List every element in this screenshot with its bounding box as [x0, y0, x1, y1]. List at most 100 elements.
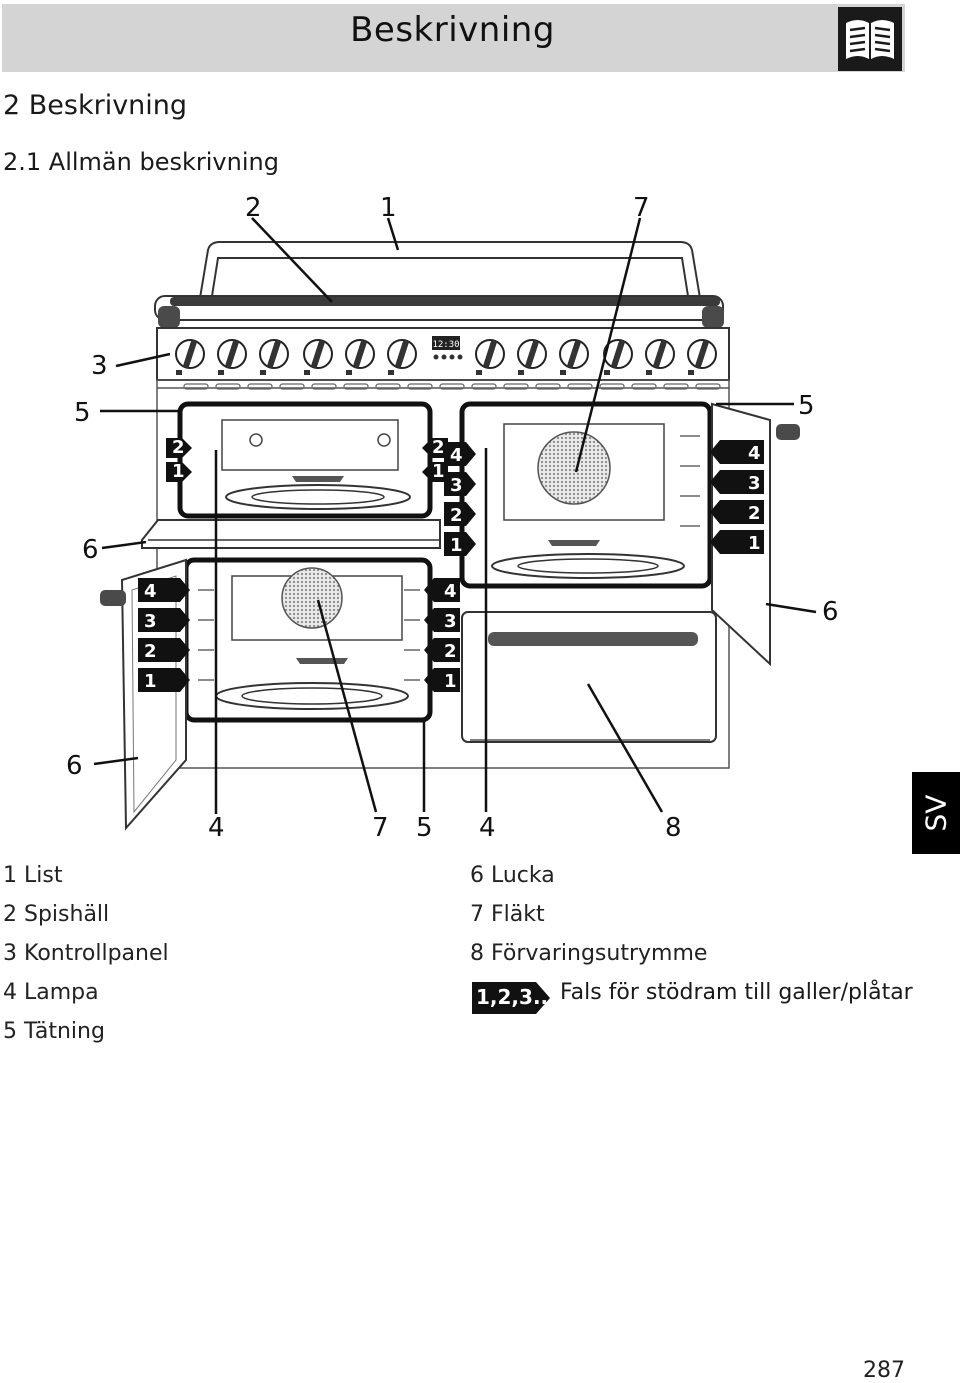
vent-slot — [375, 383, 401, 390]
vent-slot — [407, 383, 433, 390]
rack-marker: 1 — [138, 668, 190, 692]
rack-marker-label: 4 — [450, 445, 463, 466]
callout-fan-top: 7 — [633, 193, 650, 223]
vent-slot — [439, 383, 465, 390]
header-bar — [2, 4, 905, 72]
callout-seal-right: 5 — [798, 391, 815, 421]
rack-marker: 1 — [166, 461, 192, 482]
language-tab: SV — [912, 772, 960, 854]
legend-item: 8 Förvaringsutrymme — [470, 941, 708, 966]
page-header-title: Beskrivning — [350, 10, 555, 50]
vent-slot — [663, 383, 689, 390]
rack-marker: 1 — [422, 461, 448, 482]
vent-slot — [503, 383, 529, 390]
rack-marker: 3 — [710, 470, 764, 494]
rack-marker-label: 1 — [450, 535, 463, 556]
rack-marker-label: 2 — [144, 641, 157, 662]
hob-top — [154, 295, 724, 328]
control-knob — [645, 339, 675, 375]
rack-marker-label: 1 — [172, 461, 185, 482]
oven-diagram: 12:30 — [66, 193, 839, 843]
rack-marker-label: 3 — [144, 611, 157, 632]
rack-marker: 1 — [710, 530, 764, 554]
left-upper-oven — [177, 401, 433, 519]
rack-marker: 2 — [422, 437, 448, 458]
control-panel: 12:30 — [156, 327, 730, 381]
vent-slot — [631, 383, 657, 390]
vent-slot — [695, 383, 721, 390]
callout-hob: 2 — [245, 193, 262, 223]
rack-marker: 2 — [424, 638, 460, 662]
callout-door-left: 6 — [66, 751, 83, 781]
control-knob — [475, 339, 505, 375]
vent-slot — [535, 383, 561, 390]
vent-slot — [471, 383, 497, 390]
callout-control-panel: 3 — [91, 351, 108, 381]
rack-marker-label: 1 — [432, 461, 445, 482]
control-knob — [303, 339, 333, 375]
rack-marker: 2 — [138, 638, 190, 662]
callout-labels: 2 1 7 3 5 6 5 6 6 4 7 5 4 8 — [66, 193, 839, 843]
rack-marker: 2 — [710, 500, 764, 524]
callout-lamp-left: 4 — [208, 813, 225, 843]
vent-slot — [279, 383, 305, 390]
vent-slots — [183, 383, 721, 390]
callout-lamp-right: 4 — [479, 813, 496, 843]
callout-door-right: 6 — [822, 597, 839, 627]
rack-marker-label: 2 — [172, 437, 185, 458]
legend-right: 6 Lucka 7 Fläkt 8 Förvaringsutrymme — [470, 856, 707, 973]
control-knob — [687, 339, 717, 375]
rack-marker-icon — [472, 982, 550, 1014]
rack-marker-label: 3 — [748, 473, 761, 494]
rack-marker: 2 — [166, 437, 192, 458]
language-tab-label: SV — [919, 794, 953, 832]
rack-marker: 4 — [424, 578, 460, 602]
subsection-title: 2.1 Allmän beskrivning — [3, 148, 279, 176]
legend-item: 2 Spishäll — [3, 902, 110, 927]
callout-trim: 1 — [380, 193, 397, 223]
rack-description: Fals för stödram till galler/plåtar — [560, 980, 913, 1005]
control-knob — [175, 339, 205, 375]
rack-marker-label: 2 — [444, 641, 457, 662]
legend-left: 1 List 2 Spishäll 3 Kontrollpanel 4 Lamp… — [3, 856, 169, 1051]
section-title: 2 Beskrivning — [3, 90, 188, 121]
rack-marker: 4 — [710, 440, 764, 464]
vent-slot — [311, 383, 337, 390]
rack-marker: 4 — [444, 442, 476, 466]
callout-door-grill: 6 — [82, 535, 99, 565]
rack-marker-label: 3 — [444, 611, 457, 632]
callout-fan-bottom: 7 — [372, 813, 389, 843]
grill-door — [141, 519, 441, 549]
control-knob — [559, 339, 589, 375]
clock-display: 12:30 — [432, 340, 459, 350]
control-knob — [387, 339, 417, 375]
rack-marker-label: 1 — [144, 671, 157, 692]
vent-slot — [215, 383, 241, 390]
left-lower-oven — [183, 557, 433, 723]
callout-seal-bottom: 5 — [416, 813, 433, 843]
vent-slot — [567, 383, 593, 390]
rack-marker-label: 4 — [144, 581, 157, 602]
rack-marker-label: 1 — [748, 533, 761, 554]
rack-marker-label: 1,2,3... — [476, 985, 556, 1009]
leader-lines — [93, 217, 817, 814]
rack-marker: 3 — [138, 608, 190, 632]
rack-marker-label: 2 — [450, 505, 463, 526]
vent-slot — [247, 383, 273, 390]
storage-compartment — [461, 611, 717, 743]
right-main-oven — [459, 401, 713, 589]
rack-marker: 1 — [444, 532, 476, 556]
legend-item: 1 List — [3, 863, 63, 888]
backguard — [199, 241, 701, 299]
rack-marker-label: 2 — [432, 437, 445, 458]
vent-slot — [343, 383, 369, 390]
legend-item: 6 Lucka — [470, 863, 555, 888]
rack-marker: 2 — [444, 502, 476, 526]
rack-marker: 3 — [444, 472, 476, 496]
control-knob — [517, 339, 547, 375]
knobs — [175, 339, 717, 375]
callout-storage: 8 — [665, 813, 682, 843]
control-knob — [259, 339, 289, 375]
rack-marker-label: 4 — [444, 581, 457, 602]
